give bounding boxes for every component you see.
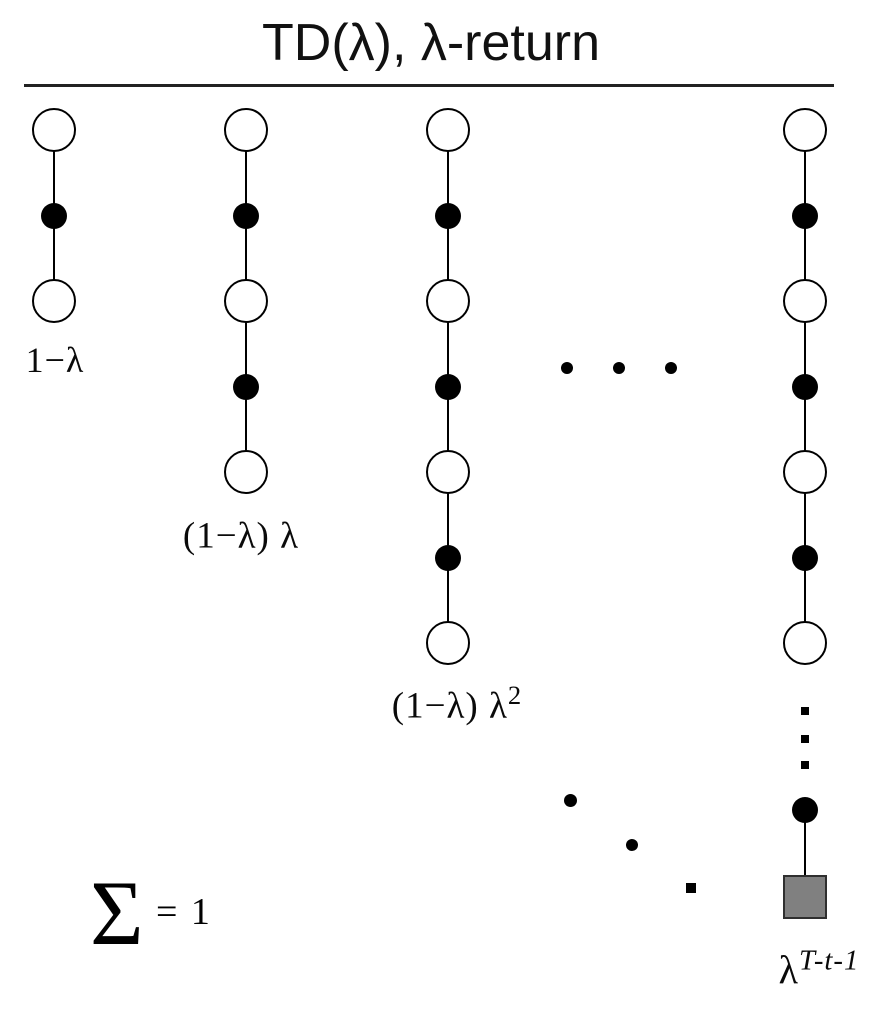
state-node	[224, 279, 268, 323]
label-superscript: 2	[507, 679, 523, 710]
column-label-backup-two-step: (1−λ) λ	[182, 515, 300, 558]
state-node	[426, 108, 470, 152]
horizontal-ellipsis-dot	[665, 362, 677, 374]
diagonal-ellipsis-dot	[686, 883, 696, 893]
state-node	[426, 450, 470, 494]
state-node	[426, 621, 470, 665]
action-node	[792, 797, 818, 823]
vertical-ellipsis-dot	[801, 761, 809, 769]
action-node	[435, 544, 461, 571]
diagonal-ellipsis-dot	[626, 839, 638, 851]
action-node	[233, 373, 259, 400]
action-node	[41, 202, 67, 229]
state-node	[783, 450, 827, 494]
figure-title: TD(λ), λ-return	[262, 14, 600, 72]
state-node	[783, 108, 827, 152]
label-text: λ	[778, 947, 799, 993]
action-node	[792, 202, 818, 229]
column-label-backup-one-step: 1−λ	[25, 340, 85, 381]
label-superscript: T-t-1	[798, 944, 860, 977]
state-node	[783, 279, 827, 323]
terminal-state-square	[783, 875, 827, 919]
title-underline	[24, 84, 834, 87]
state-node	[32, 108, 76, 152]
horizontal-ellipsis-dot	[613, 362, 625, 374]
horizontal-ellipsis-dot	[561, 362, 573, 374]
label-text: (1−λ) λ	[391, 685, 508, 727]
state-node	[32, 279, 76, 323]
label-text: 1−λ	[25, 340, 85, 381]
action-node	[792, 544, 818, 571]
column-label-backup-terminal: λT-t-1	[778, 944, 860, 993]
diagonal-ellipsis-dot	[563, 793, 577, 807]
state-node	[426, 279, 470, 323]
vertical-ellipsis-dot	[801, 707, 809, 715]
state-node	[224, 108, 268, 152]
action-node	[792, 373, 818, 400]
action-node	[435, 202, 461, 229]
action-node	[435, 373, 461, 400]
sum-value: = 1	[156, 891, 212, 933]
vertical-ellipsis-dot	[801, 735, 809, 743]
connector-line	[804, 810, 806, 877]
state-node	[224, 450, 268, 494]
state-node	[783, 621, 827, 665]
label-text: (1−λ) λ	[182, 515, 300, 557]
sigma-symbol: Σ	[90, 862, 144, 964]
action-node	[233, 202, 259, 229]
column-label-backup-three-step: (1−λ) λ2	[391, 679, 523, 727]
